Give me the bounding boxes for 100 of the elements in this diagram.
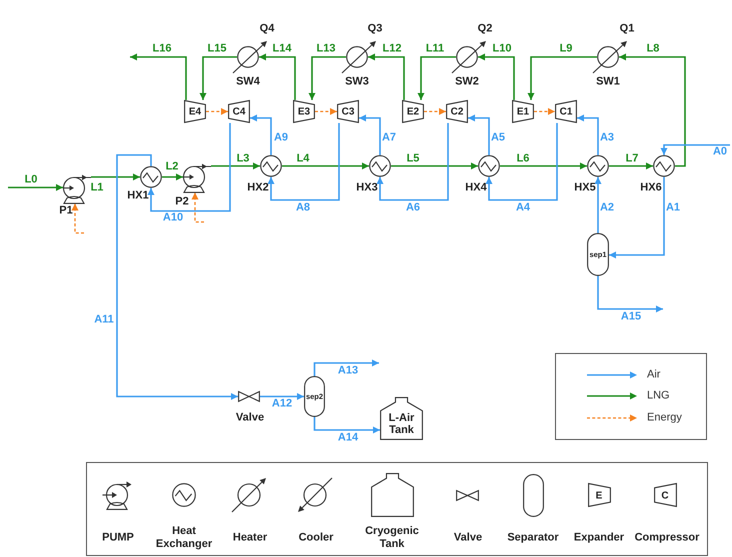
equipment-label: P2 — [175, 196, 189, 208]
arrow — [308, 56, 346, 100]
legend-label: Heat Exchanger — [154, 525, 214, 551]
stream-label: L10 — [492, 42, 512, 56]
arrow — [660, 144, 730, 155]
arrow — [468, 114, 490, 155]
equipment-label: E2 — [406, 106, 420, 117]
equipment-label: Valve — [236, 412, 264, 424]
stream-label: A2 — [600, 202, 614, 214]
arrow — [91, 174, 140, 180]
arrow — [8, 184, 63, 191]
expander-symbol — [293, 100, 315, 123]
arrow — [211, 162, 260, 170]
dashed-arrow — [315, 108, 337, 115]
compressor-symbol — [446, 100, 468, 123]
stream-label: L8 — [646, 42, 660, 56]
stream-label: A15 — [620, 310, 642, 324]
stream-label: A11 — [94, 314, 114, 326]
stream-label: L7 — [626, 152, 638, 166]
stream-label: L1 — [90, 182, 104, 194]
arrow — [260, 393, 304, 400]
arrow — [359, 114, 381, 155]
stream-label: A1 — [666, 202, 680, 214]
arrow — [162, 174, 183, 180]
stream-label: L9 — [560, 42, 572, 56]
arrow — [609, 162, 653, 170]
legend-label: Energy — [647, 412, 682, 424]
compressor-symbol — [337, 100, 359, 123]
equipment-label: HX4 — [465, 182, 487, 194]
stream-label: A4 — [516, 202, 530, 214]
equipment-label: C1 — [560, 106, 572, 117]
equipment-label: SW4 — [236, 76, 260, 88]
equipment-label: SW3 — [345, 76, 369, 88]
arrow — [250, 114, 272, 155]
stream-label: L14 — [272, 42, 292, 56]
arrow — [148, 123, 231, 212]
dashed-arrow — [192, 192, 204, 223]
legend-label: Valve — [454, 532, 482, 544]
stream-label: L16 — [152, 42, 172, 56]
legend-label: LNG — [647, 390, 670, 402]
symbol-letter: C — [661, 490, 669, 501]
heat-duty-label: Q1 — [620, 22, 634, 36]
stream-label: L12 — [382, 42, 402, 56]
stream-label: L5 — [406, 152, 420, 166]
stream-label: A5 — [490, 132, 506, 144]
stream-label: A7 — [382, 132, 396, 144]
arrow — [130, 54, 187, 100]
equipment-label: E3 — [298, 106, 310, 117]
legend-label: Heater — [232, 532, 268, 544]
stream-label: A9 — [274, 132, 288, 144]
legend-label: Expander — [574, 532, 624, 544]
arrow — [314, 417, 380, 434]
separator-vessel — [304, 376, 325, 417]
arrow — [268, 123, 340, 201]
equipment-label: C3 — [342, 106, 354, 117]
stream-label: A10 — [162, 212, 184, 224]
dashed-arrow — [72, 204, 84, 234]
arrow — [594, 177, 602, 233]
stream-label: A14 — [338, 432, 358, 444]
dashed-arrow — [206, 108, 228, 115]
separator-vessel — [587, 233, 609, 276]
arrow — [500, 162, 587, 170]
heat-duty-label: Q4 — [260, 22, 274, 36]
heat-duty-label: Q3 — [368, 22, 382, 36]
arrow — [200, 56, 237, 100]
equipment-label: E1 — [516, 106, 530, 117]
compressor-symbol — [228, 100, 250, 123]
tank-symbol — [380, 397, 423, 440]
stream-label: L11 — [426, 42, 444, 56]
dashed-arrow — [424, 108, 446, 115]
arrow — [391, 162, 478, 170]
stream-label: A6 — [406, 202, 420, 214]
equipment-label: E4 — [188, 106, 202, 117]
equipment-label: SW1 — [596, 76, 620, 88]
symbol-letter: E — [596, 490, 602, 501]
legend-label: Cryogenic Tank — [364, 525, 420, 551]
stream-label: L2 — [166, 160, 178, 174]
legend-label: Separator — [507, 532, 559, 544]
legend-label: Cooler — [298, 532, 334, 544]
stream-label: A0 — [712, 146, 728, 158]
stream-label: A3 — [600, 132, 614, 144]
equipment-label: L-Air Tank — [388, 412, 416, 436]
expander-symbol — [402, 100, 424, 123]
legend-label: Compressor — [634, 532, 700, 544]
stream-label: L4 — [296, 152, 310, 166]
arrow — [486, 123, 558, 201]
stream-label: L13 — [316, 42, 336, 56]
arrow — [478, 54, 515, 100]
arrow — [597, 276, 663, 312]
dashed-arrow — [534, 108, 555, 115]
equipment-label: SW2 — [455, 76, 479, 88]
stream-label: L3 — [236, 152, 250, 166]
equipment-label: HX5 — [574, 182, 596, 194]
arrow — [368, 54, 405, 100]
arrow — [282, 162, 369, 170]
expander-symbol — [512, 100, 534, 123]
arrow — [528, 56, 597, 100]
arrow — [619, 54, 686, 167]
stream-label: L6 — [516, 152, 530, 166]
equipment-label: HX3 — [356, 182, 378, 194]
